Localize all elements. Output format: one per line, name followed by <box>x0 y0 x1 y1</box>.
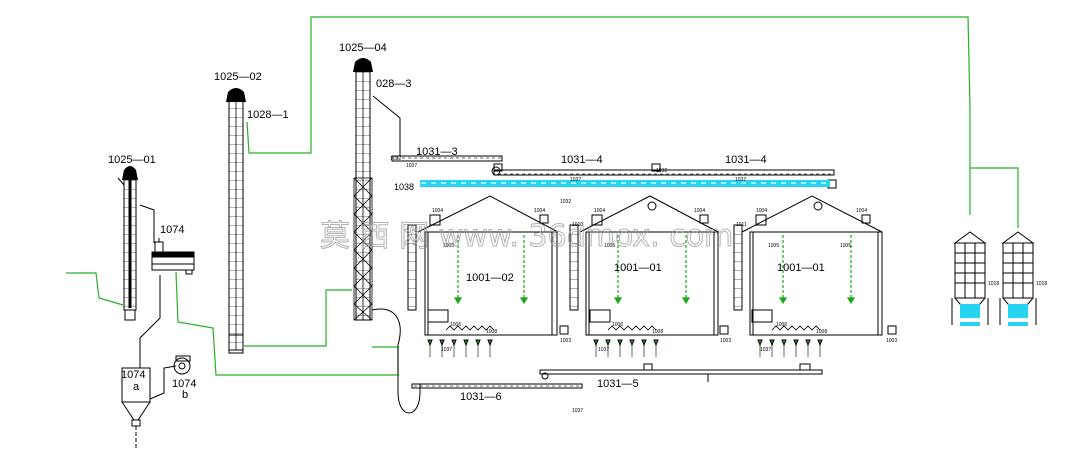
small-label: 1004 <box>856 208 867 214</box>
steel-silo-left <box>951 231 989 326</box>
label-1031-5: 1031—5 <box>597 378 639 390</box>
small-label: 1004 <box>694 208 705 214</box>
small-label: 1005 <box>604 243 615 249</box>
small-label: 1011 <box>736 222 747 228</box>
discharge-valve-stems <box>429 345 821 357</box>
small-label: 1018 <box>1036 281 1047 287</box>
small-label: 1003 <box>886 338 897 344</box>
label-1028-1: 1028—1 <box>247 109 289 121</box>
pipe-s-curve <box>371 308 421 414</box>
black-pipes <box>139 95 421 414</box>
small-label: 1006 <box>776 322 787 328</box>
pipe-elev01-top <box>139 204 155 243</box>
small-label: 1006 <box>612 322 623 328</box>
small-label: 1010 <box>572 222 583 228</box>
pipe-1025-02-bottom <box>244 289 352 347</box>
pipe-1025-02-top <box>246 16 971 215</box>
small-label: 1037 <box>598 347 609 353</box>
small-label: 1008 <box>816 329 827 335</box>
silo-1001-01-a <box>569 195 729 336</box>
small-label: 1037 <box>572 408 583 414</box>
label-fan-b: b <box>182 389 188 401</box>
label-bin-1074: 1074 <box>121 369 145 381</box>
small-label: 1006 <box>450 322 461 328</box>
elevator-1025-02 <box>226 88 246 354</box>
label-1038: 1038 <box>394 182 414 192</box>
label-1031-4-a: 1031—4 <box>561 154 603 166</box>
small-label: 1032 <box>390 156 401 162</box>
label-1025-02: 1025—02 <box>214 71 262 83</box>
small-label: 1032 <box>656 168 667 174</box>
pipe-elev04-to-conv <box>372 95 401 156</box>
elevator-1025-04 <box>353 58 373 321</box>
pipe-cleaner-to-bin <box>139 275 161 368</box>
green-pipes <box>66 16 1019 376</box>
discharge-valves <box>427 339 823 347</box>
silo-screws <box>445 325 821 331</box>
label-silo-1001-01-b: 1001—01 <box>777 262 825 274</box>
elevator-1025-01 <box>117 166 138 321</box>
small-label: 1005 <box>443 243 454 249</box>
silo-1001-01-b <box>733 195 897 336</box>
small-label: 1003 <box>720 338 731 344</box>
label-1031-4-b: 1031—4 <box>725 154 767 166</box>
silo-1001-02 <box>407 166 569 336</box>
small-label: 1037 <box>441 347 452 353</box>
small-label: 1037 <box>406 163 417 169</box>
small-label: 1037 <box>760 347 771 353</box>
cleaner-1074 <box>151 238 195 275</box>
top-conveyors <box>391 155 837 189</box>
cyan-duct-1038 <box>420 180 830 187</box>
label-1025-04: 1025—04 <box>339 42 387 54</box>
small-label: 1032 <box>560 199 571 205</box>
label-1031-3: 1031—3 <box>416 146 458 158</box>
small-label: 1008 <box>486 329 497 335</box>
label-fan-1074: 1074 <box>172 378 196 390</box>
small-label: 1037 <box>570 177 581 183</box>
label-bin-a: a <box>133 381 140 393</box>
label-1025-01: 1025—01 <box>108 154 156 166</box>
small-label: 1005 <box>768 243 779 249</box>
small-label: 1004 <box>594 208 605 214</box>
pipe-to-silo-right <box>970 167 1019 228</box>
small-labels: 1032 1037 1037 1037 1037 1037 1037 1037 … <box>390 156 1047 414</box>
label-1031-6: 1031—6 <box>460 391 502 403</box>
fan-duct <box>149 365 177 400</box>
bottom-conveyors <box>411 363 823 389</box>
label-028-3: 028—3 <box>376 78 411 90</box>
green-arrows <box>453 235 856 305</box>
small-label: 1037 <box>735 177 746 183</box>
small-label: 1004 <box>432 208 443 214</box>
equipment-labels: 1025—01 1025—02 1025—04 1028—1 028—3 107… <box>108 42 825 403</box>
watermark: 莫 西 网 www. 36dmox. com <box>320 219 733 254</box>
small-label: 1018 <box>988 281 999 287</box>
steel-silo-right <box>999 231 1037 326</box>
label-silo-1001-01-a: 1001—01 <box>614 262 662 274</box>
small-label: 1004 <box>756 208 767 214</box>
bin-1074-a <box>121 367 151 448</box>
small-label: 1005 <box>840 243 851 249</box>
intake-pipe <box>66 272 124 306</box>
small-label: 1003 <box>560 338 571 344</box>
fan-1074-b <box>173 355 191 375</box>
label-cleaner-1074: 1074 <box>160 224 184 236</box>
small-label: 1008 <box>652 329 663 335</box>
label-silo-1001-02: 1001—02 <box>466 272 514 284</box>
small-label: 1004 <box>534 208 545 214</box>
